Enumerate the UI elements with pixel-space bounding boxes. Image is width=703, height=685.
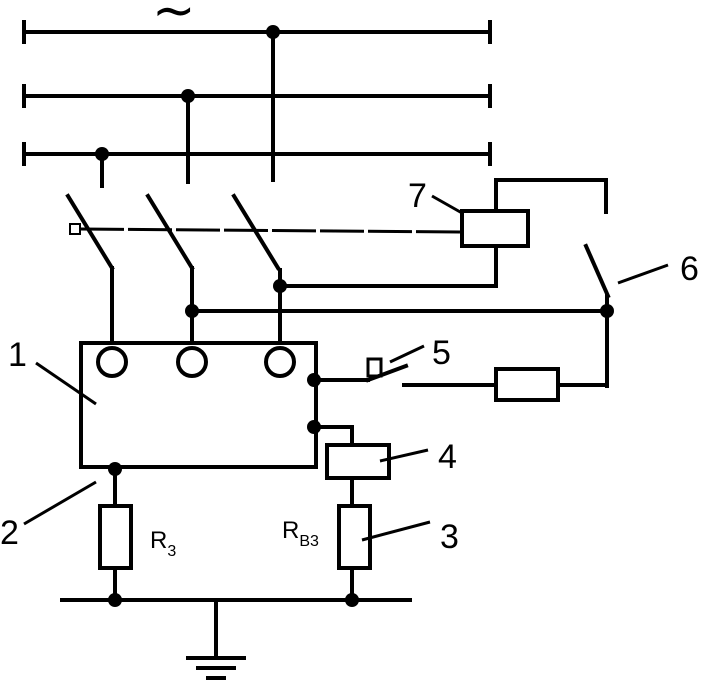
junction-dot [95,147,109,161]
leader-4 [379,448,429,463]
ac-supply-symbol: ~ [152,0,196,41]
mechanical-linkage [79,227,463,234]
trip-coil-7 [460,209,530,248]
leader-1 [35,361,97,406]
junction-dot [108,593,122,607]
ground-icon [186,656,246,680]
terminal-2 [176,346,208,378]
label-2: 2 [0,514,19,552]
label-7: 7 [408,177,427,215]
leader-6 [617,263,669,285]
linkage-end-marker [69,223,81,235]
breaker-contacts [65,193,281,271]
leader-7 [431,194,463,215]
junction-dot [273,279,287,293]
contact-5-blade [365,363,409,383]
rb3-symbol: RB3 [282,517,319,550]
leader-2 [23,480,97,526]
label-5: 5 [432,334,451,372]
leader-3 [361,520,431,542]
junction-dot [266,25,280,39]
terminal-1 [96,346,128,378]
test-resistor [494,367,560,402]
junction-dot [345,593,359,607]
resistor-rb3 [337,504,372,570]
label-1: 1 [8,336,27,374]
switch-6-blade [583,243,611,299]
label-4: 4 [438,438,457,476]
r3-symbol: R3 [150,527,176,560]
relay-4-feed [314,425,354,447]
contact-blade-1 [65,193,115,271]
contact-blade-2 [145,193,195,271]
switch-6-feed [494,178,608,214]
resistor-r3 [98,504,133,570]
junction-dot [181,89,195,103]
terminal-3 [264,346,296,378]
contact-5-marker [366,357,383,378]
three-phase-bus [22,20,492,166]
leader-5 [389,344,425,364]
junction-dot [185,304,199,318]
label-3: 3 [440,518,459,556]
junction-dot [108,462,122,476]
relay-coil-4 [325,443,391,480]
coil-7-lead [278,244,498,288]
contact-blade-3 [231,193,281,271]
label-6: 6 [680,250,699,288]
